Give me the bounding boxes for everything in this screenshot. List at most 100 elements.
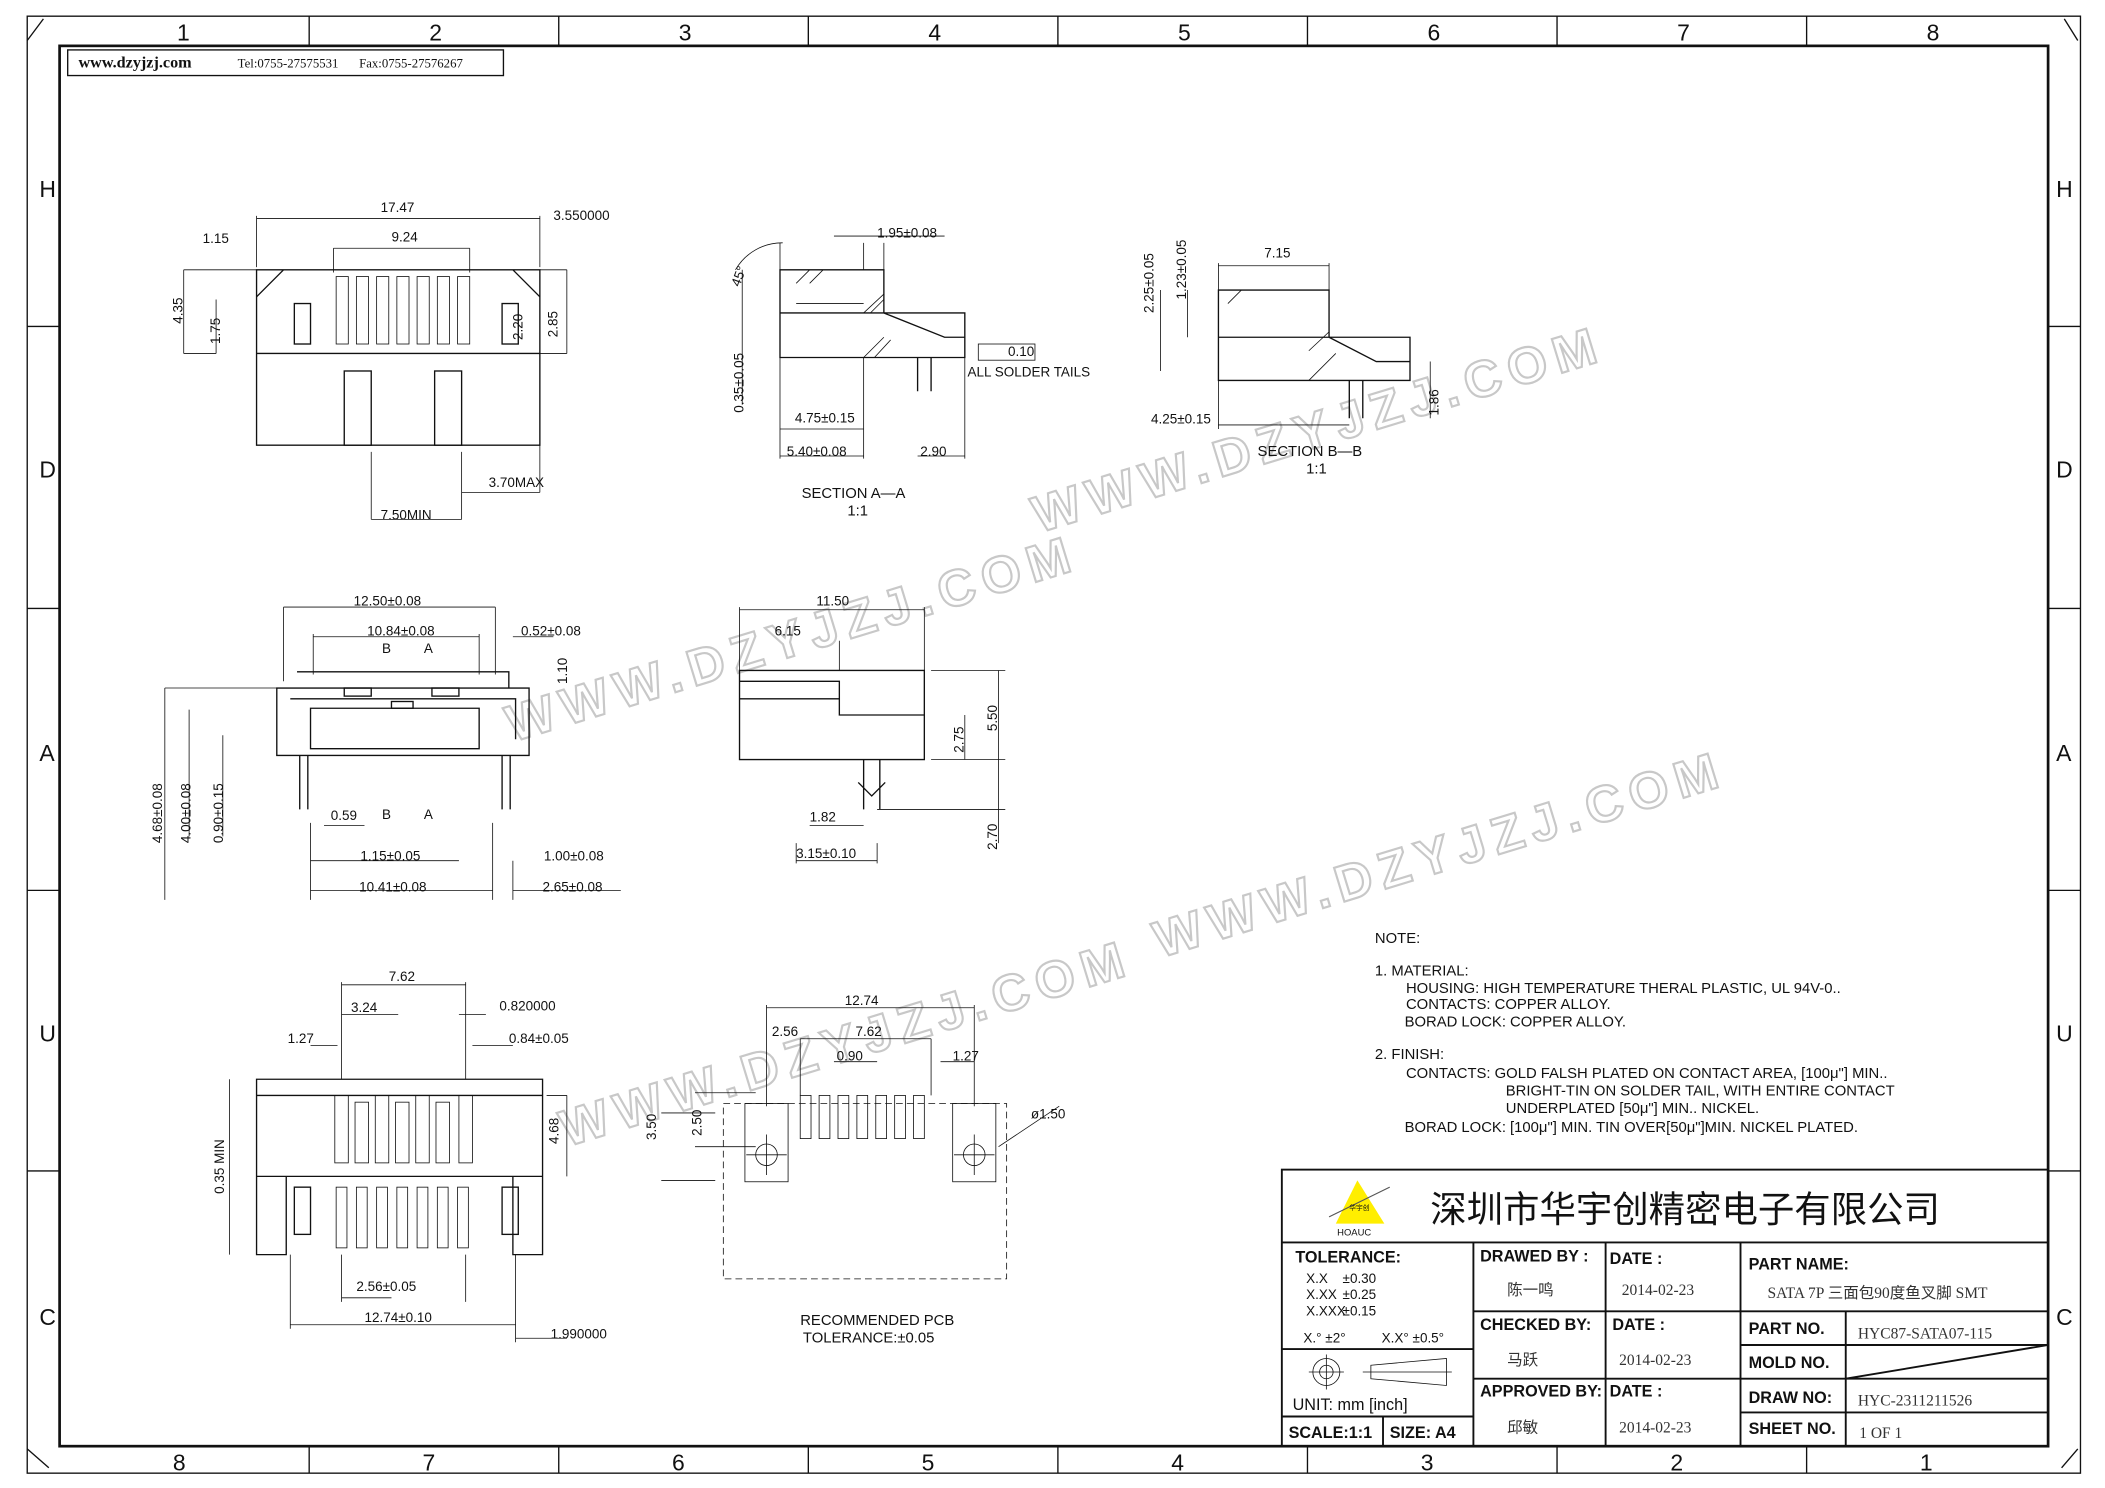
drawing-geometry	[779, 269, 966, 392]
dimension-label: DATE :	[1612, 1316, 1665, 1334]
dimension-label: 马跃	[1507, 1351, 1539, 1369]
contact-header: www.dzyjzj.com Tel:0755-27575531 Fax:075…	[67, 49, 505, 77]
dimension-label: 1.990000	[551, 1326, 607, 1341]
drawing-geometry	[229, 982, 568, 1343]
drawing-geometry	[164, 606, 621, 900]
drawing-geometry	[355, 276, 369, 345]
drawing-geometry	[1308, 1354, 1452, 1390]
dimension-label: 4.68±0.08	[150, 783, 165, 843]
dimension-label: APPROVED BY:	[1480, 1382, 1602, 1400]
bottom-view: 7.62 3.24 0.820000 1.27 0.84±0.05 0.35 M…	[212, 969, 607, 1343]
drawing-geometry	[744, 1103, 789, 1183]
dimension-label: 1.86	[1426, 389, 1441, 415]
first-angle-projection-icon	[1308, 1354, 1452, 1390]
dimension-label: 17.47	[381, 200, 415, 215]
dimension-label: 11.50	[816, 594, 849, 609]
dimension-label: ø1.50	[1031, 1106, 1065, 1121]
dimension-label: 5.50	[985, 705, 1000, 731]
dimension-label: 4.25±0.15	[1151, 412, 1211, 427]
website-link[interactable]: www.dzyjzj.com	[78, 54, 192, 71]
dimension-label: HOUSING: HIGH TEMPERATURE THERAL PLASTIC…	[1406, 981, 1841, 997]
drawing-geometry	[308, 1446, 1808, 1474]
drawing-geometry	[875, 1095, 887, 1140]
dimension-label: RECOMMENDED PCB	[800, 1313, 954, 1329]
dimension-label: BORAD LOCK: [100μ"] MIN. TIN OVER[50μ"]M…	[1405, 1120, 1858, 1136]
dimension-label: HYC87-SATA07-115	[1858, 1325, 1992, 1342]
dimension-label: 0.90±0.15	[211, 783, 226, 843]
dimension-label: SECTION B—B	[1258, 444, 1363, 460]
dimension-label: 1.00±0.08	[544, 849, 604, 864]
drawing-geometry	[501, 1186, 519, 1236]
side-view: 11.50 6.15 5.50 2.75 1.82 2.70 3.15±0.10	[738, 594, 1006, 864]
drawing-geometry	[293, 302, 312, 345]
dimension-label: 4.75±0.15	[795, 410, 855, 425]
dimension-label: Fax:0755-27576267	[359, 56, 463, 70]
drawing-geometry	[501, 302, 519, 345]
dimension-label: 6.15	[775, 623, 801, 638]
dimension-label: X.X° ±0.5°	[1382, 1330, 1444, 1345]
dimension-label: C	[39, 1304, 56, 1330]
drawing-geometry	[661, 1005, 1060, 1183]
dimension-label: 1	[1920, 1449, 1933, 1475]
drawing-geometry	[26, 15, 2082, 1474]
drawing-geometry	[255, 269, 541, 446]
section-a-a: 1.95±0.08 45° 0.10 ALL SOLDER TAILS 0.35…	[728, 225, 1090, 519]
title-block: 华宇创 HOAUC 深圳市华宇创精密电子有限公司 TOLERANCE: X.X±…	[1280, 1168, 2050, 1448]
dimension-label: Tel:0755-27575531	[238, 56, 339, 70]
dimension-label: CONTACTS: COPPER ALLOY.	[1406, 997, 1611, 1013]
dimension-label: 2.75	[951, 727, 966, 753]
dimension-label: HYC-2311211526	[1858, 1393, 1972, 1410]
dimension-label: CONTACTS: GOLD FALSH PLATED ON CONTACT A…	[1406, 1066, 1888, 1082]
dimension-label: 4.35	[170, 298, 185, 324]
drawing-frame	[26, 15, 2082, 1474]
dimension-label: 7.62	[389, 969, 415, 984]
drawing-geometry	[395, 1101, 410, 1164]
dimension-label: 2.65±0.08	[543, 880, 603, 895]
drawing-geometry	[818, 1095, 831, 1140]
drawing-geometry	[457, 276, 471, 345]
dimension-label: WWW.DZYJZJ.COM	[1026, 315, 1611, 543]
dimension-label: C	[2056, 1304, 2073, 1330]
dimension-label: SCALE:1:1	[1289, 1424, 1373, 1442]
dimension-label: D	[39, 457, 56, 483]
dimension-label: UNDERPLATED [50μ"] MIN.. NICKEL.	[1506, 1101, 1759, 1117]
dimension-label: DATE :	[1610, 1382, 1663, 1400]
dimension-label: 45°	[728, 264, 749, 288]
drawing-geometry	[436, 1186, 449, 1249]
drawing-geometry	[335, 276, 349, 345]
drawing-geometry	[255, 1078, 544, 1256]
drawing-geometry	[27, 325, 2081, 1172]
dimension-label: 0.35 MIN	[212, 1139, 227, 1194]
dimension-label: BRIGHT-TIN ON SOLDER TAIL, WITH ENTIRE C…	[1506, 1083, 1895, 1099]
drawing-geometry	[738, 669, 926, 761]
dimension-label: 0.35±0.05	[732, 353, 747, 413]
drawing-geometry	[458, 1095, 473, 1164]
dimension-label: 2.20	[510, 314, 525, 340]
dimension-label: X.XXX	[1306, 1303, 1346, 1318]
dimension-label: 7	[422, 1449, 435, 1475]
dimension-label: 2014-02-23	[1622, 1282, 1695, 1299]
dimension-label: 2.25±0.05	[1142, 253, 1157, 313]
dimension-label: U	[39, 1020, 56, 1046]
dimension-label: 8	[1927, 19, 1940, 45]
drawing-geometry	[722, 1103, 1008, 1280]
drawing-geometry	[735, 242, 783, 271]
dimension-label: 12.50±0.08	[354, 594, 421, 609]
dimension-label: A	[424, 807, 433, 822]
front-view: 12.50±0.08 10.84±0.08 0.52±0.08 B A 1.10…	[150, 594, 621, 900]
dimension-label: 2.56±0.05	[356, 1279, 416, 1294]
dimension-label: 12.74	[845, 993, 879, 1008]
drawing-geometry	[164, 606, 621, 900]
dimension-label: X.X	[1306, 1271, 1328, 1286]
dimension-label: X.° ±2°	[1303, 1330, 1345, 1345]
dimension-label: 3	[1421, 1449, 1434, 1475]
dimension-label: 3	[679, 19, 692, 45]
dimension-label: 2014-02-23	[1619, 1420, 1692, 1437]
dimension-label: MOLD NO.	[1749, 1354, 1830, 1372]
dimension-label: ±0.15	[1343, 1303, 1377, 1318]
drawing-geometry	[335, 1186, 348, 1249]
drawing-geometry	[396, 276, 410, 345]
